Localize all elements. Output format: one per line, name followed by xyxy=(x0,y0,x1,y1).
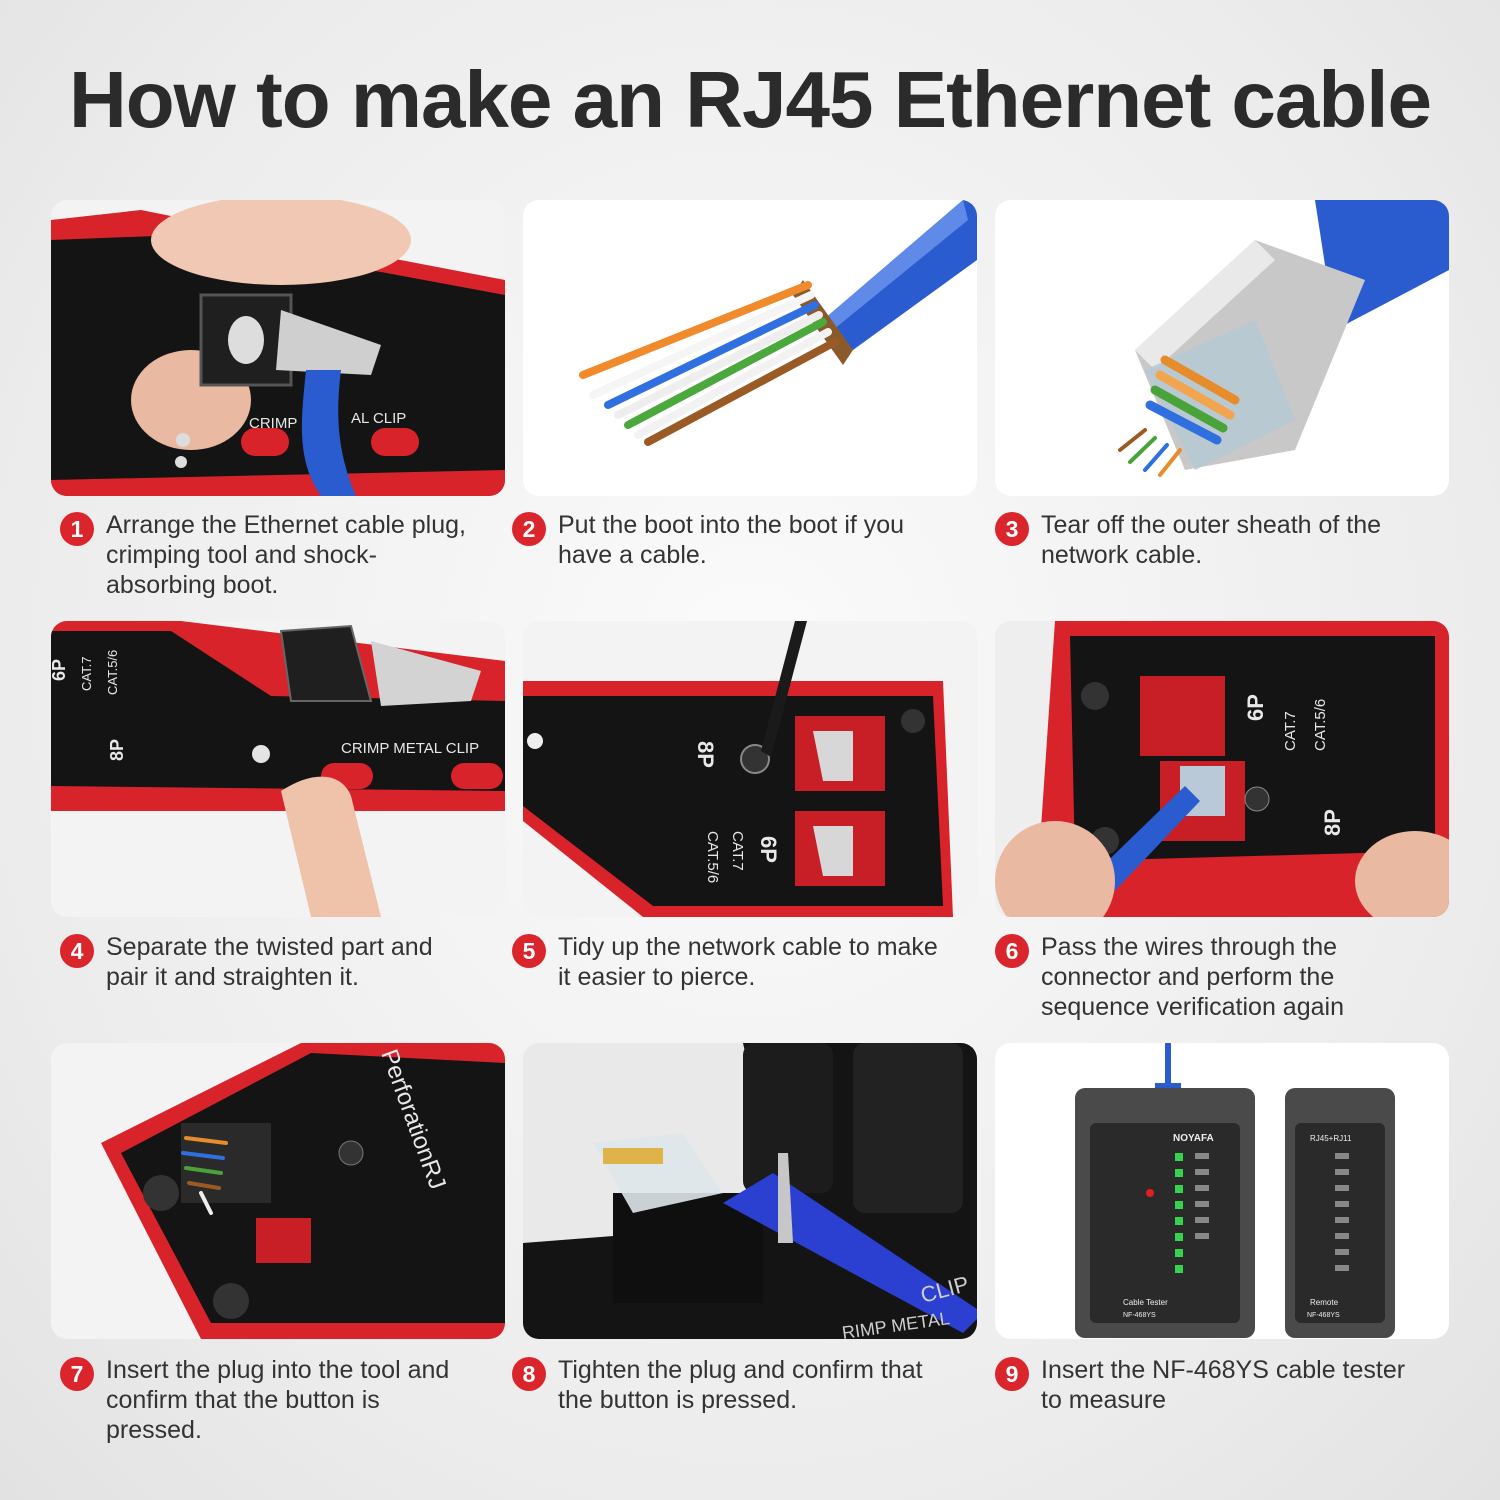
step-6-text: Pass the wires through the connector and… xyxy=(1041,933,1344,1021)
step-6-6p-label: 6P xyxy=(1243,694,1268,721)
step-3-image xyxy=(995,200,1449,496)
step-6-caption: 6 Pass the wires through the connector a… xyxy=(995,932,1435,1022)
step-4-cat56-label: CAT.5/6 xyxy=(105,650,120,695)
step-5-caption: 5 Tidy up the network cable to make it e… xyxy=(512,932,952,992)
step-8-text: Tighten the plug and confirm that the bu… xyxy=(558,1356,923,1414)
step-4-badge: 4 xyxy=(60,934,94,968)
step-7-badge: 7 xyxy=(60,1357,94,1391)
step-3-badge: 3 xyxy=(995,512,1029,546)
page-title: How to make an RJ45 Ethernet cable xyxy=(68,55,1432,144)
step-4-6p-label: 6P xyxy=(51,659,69,681)
step-9-badge: 9 xyxy=(995,1357,1029,1391)
step-4-image: 6P CAT.7 CAT.5/6 8P CRIMP METAL CLIP xyxy=(51,621,505,917)
step-9-remote-label: Remote xyxy=(1310,1298,1339,1307)
step-2-text: Put the boot into the boot if you have a… xyxy=(558,511,905,569)
step-4-text: Separate the twisted part and pair it an… xyxy=(106,933,433,991)
step-1-image: CRIMP AL CLIP xyxy=(51,200,505,496)
step-4-crimp-label: CRIMP METAL CLIP xyxy=(341,740,479,757)
step-5-cat7-label: CAT.7 xyxy=(729,831,746,871)
step-2-badge: 2 xyxy=(512,512,546,546)
step-8-caption: 8 Tighten the plug and confirm that the … xyxy=(512,1355,952,1415)
step-6-cat56-label: CAT.5/6 xyxy=(1312,699,1329,751)
step-5-8p-label: 8P xyxy=(693,741,718,768)
step-5-badge: 5 xyxy=(512,934,546,968)
step-4-caption: 4 Separate the twisted part and pair it … xyxy=(60,932,500,992)
step-9-port-label: RJ45+RJ11 xyxy=(1310,1134,1352,1143)
step-5-text: Tidy up the network cable to make it eas… xyxy=(558,933,938,991)
step-9-tester-label: Cable Tester xyxy=(1123,1298,1168,1307)
step-9-remote-model-label: NF-468YS xyxy=(1307,1312,1340,1319)
step-6-cat7-label: CAT.7 xyxy=(1282,711,1299,751)
step-3-caption: 3 Tear off the outer sheath of the netwo… xyxy=(995,510,1435,570)
step-5-6p-label: 6P xyxy=(756,836,781,863)
step-6-badge: 6 xyxy=(995,934,1029,968)
step-5-cat56-label: CAT.5/6 xyxy=(704,831,721,883)
step-7-text: Insert the plug into the tool and confir… xyxy=(106,1356,450,1444)
step-9-text: Insert the NF-468YS cable tester to meas… xyxy=(1041,1356,1406,1414)
step-2-caption: 2 Put the boot into the boot if you have… xyxy=(512,510,952,570)
step-7-caption: 7 Insert the plug into the tool and conf… xyxy=(60,1355,500,1445)
step-4-cat7-label: CAT.7 xyxy=(79,657,94,691)
step-1-clip-label: AL CLIP xyxy=(351,410,406,427)
step-8-image: CLIP RIMP METAL xyxy=(523,1043,977,1339)
step-7-image: PerforationRJ xyxy=(51,1043,505,1339)
step-1-badge: 1 xyxy=(60,512,94,546)
step-3-text: Tear off the outer sheath of the network… xyxy=(1041,511,1382,569)
step-5-image: 8P 6P CAT.7 CAT.5/6 xyxy=(523,621,977,917)
step-6-8p-label: 8P xyxy=(1320,809,1345,836)
step-9-brand-label: NOYAFA xyxy=(1173,1133,1214,1144)
step-2-image xyxy=(523,200,977,496)
step-1-text: Arrange the Ethernet cable plug, crimpin… xyxy=(106,511,466,599)
step-8-badge: 8 xyxy=(512,1357,546,1391)
step-6-image: 6P CAT.7 CAT.5/6 8P xyxy=(995,621,1449,917)
step-4-8p-label: 8P xyxy=(107,739,127,761)
step-9-image: NOYAFA Cable Tester NF-468YS RJ45+RJ11 R… xyxy=(995,1043,1449,1339)
step-1-crimp-label: CRIMP xyxy=(249,415,297,432)
step-9-caption: 9 Insert the NF-468YS cable tester to me… xyxy=(995,1355,1435,1415)
step-9-model-label: NF-468YS xyxy=(1123,1312,1156,1319)
step-1-caption: 1 Arrange the Ethernet cable plug, crimp… xyxy=(60,510,500,600)
